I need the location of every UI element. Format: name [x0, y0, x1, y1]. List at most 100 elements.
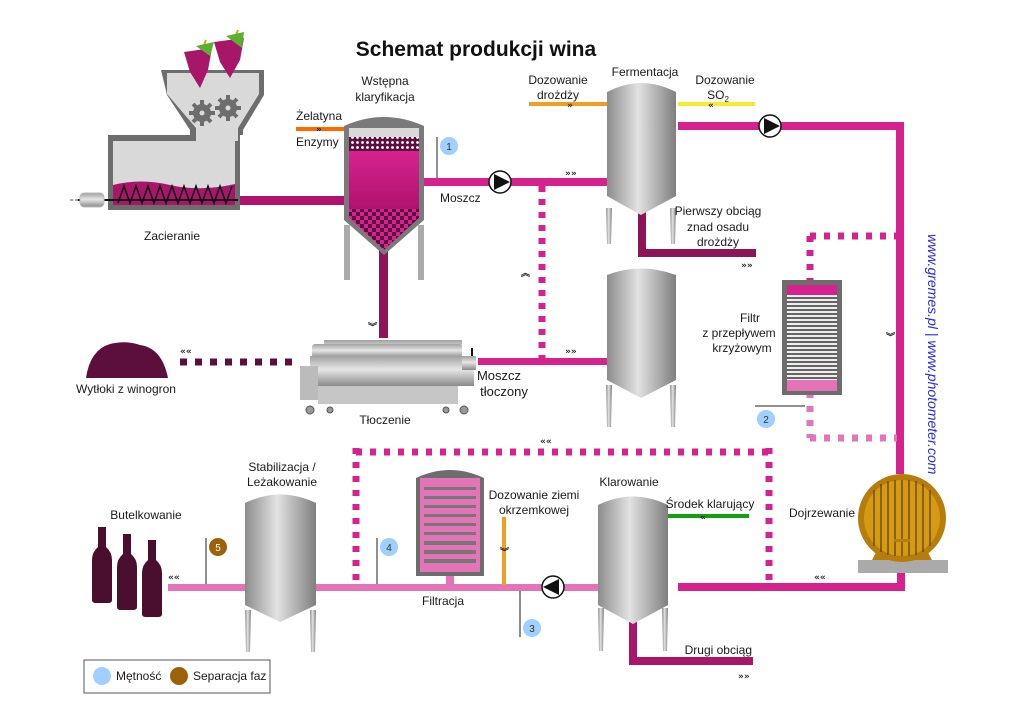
bottle-icon [142, 540, 162, 617]
legend-phase-separation-label: Separacja faz [193, 669, 266, 683]
label-pressed-must-2: tłoczony [480, 384, 528, 399]
label-crossflow-3: krzyżowym [712, 341, 771, 355]
label-first-racking-3: drożdży [697, 235, 739, 249]
barrel-stand [858, 560, 948, 573]
website-url[interactable]: www.gremes.pl | www.photometer.com [925, 234, 941, 475]
turbidity-sensor-icon [380, 538, 398, 556]
flow-arrow-bottling: «« [168, 573, 180, 583]
pipe-to-barrel [896, 122, 904, 474]
sediment-layer [349, 209, 419, 250]
flow-arrow-pressed-must: »» [565, 347, 577, 357]
pipe-so2-dosing [678, 102, 755, 106]
sensor-number: 1 [446, 142, 452, 153]
bottles: Butelkowanie «« [92, 508, 182, 617]
flow-arrow-crossflow-down: ︾ [886, 331, 895, 343]
label-diatomite-1: Dozowanie ziemi [489, 488, 580, 502]
grapes-icon [184, 29, 244, 88]
sensor-3[interactable]: 3 [519, 591, 541, 637]
label-must: Moszcz [440, 191, 481, 205]
crossflow-filter: Filtr z przepływem krzyżowym [702, 280, 842, 395]
pipe-first-racking [638, 249, 756, 257]
sensor-5[interactable]: 5 [205, 538, 227, 584]
label-aging: Dojrzewanie [789, 506, 855, 520]
fining-tank: Klarowanie Środek klarujący « Drugi obci… [598, 475, 754, 682]
label-pre-clarification-1: Wstępna [361, 74, 409, 88]
pump-icon[interactable] [488, 170, 512, 194]
label-second-racking: Drugi obciąg [685, 643, 752, 657]
label-so2-dosing-2: SO2 [707, 88, 729, 104]
pipe-mash-to-clarifier [238, 196, 348, 205]
pre-clarification-tank: Wstępna klaryfikacja Żelatyna Enzymy » [296, 74, 424, 280]
pipes [168, 102, 905, 665]
legend-phase-separation-icon [170, 667, 188, 685]
legend: Mętność Separacja faz [83, 659, 271, 694]
pomace-icon [86, 342, 168, 378]
stabilization-tank: Stabilizacja / Leżakowanie [245, 460, 317, 652]
pipe-fining-agent [667, 514, 749, 518]
pipe-first-racking-vertical [638, 212, 646, 257]
label-yeast-dosing-1: Dozowanie [528, 73, 588, 87]
turbidity-sensor-icon [440, 137, 458, 155]
pipe-second-racking [629, 657, 753, 665]
turbidity-sensor-icon [757, 410, 775, 428]
bottle-icon [117, 534, 137, 610]
label-filtration: Filtracja [422, 594, 464, 608]
pump-icon[interactable] [541, 575, 565, 599]
sensor-number: 4 [386, 543, 392, 554]
label-fining-agent: Środek klarujący [666, 496, 755, 511]
flow-arrow-second-racking: »» [738, 672, 750, 682]
diagram-title: Schemat produkcji wina [356, 38, 597, 61]
flow-arrow-pomace: «« [180, 347, 192, 357]
sensor-4[interactable]: 4 [376, 538, 398, 584]
must-layer [349, 151, 419, 209]
motor-icon [79, 192, 105, 208]
pipe-bottling [168, 584, 246, 591]
bottle-icon [92, 527, 112, 603]
flow-arrow-must: »» [565, 169, 577, 179]
fermentation-tank: Fermentacja Dozowanie drożdży » Dozowani… [528, 65, 761, 271]
label-fining: Klarowanie [599, 475, 659, 489]
label-stabilization-1: Stabilizacja / [248, 460, 316, 474]
label-gelatin: Żelatyna [296, 109, 342, 123]
flow-arrow-yeast: » [567, 101, 573, 111]
label-first-racking-2: znad osadu [687, 220, 749, 234]
flow-arrow-diatomite: ︾ [500, 546, 509, 558]
pipe-second-racking-vertical [629, 622, 637, 664]
flow-arrow-barrel-out: «« [814, 573, 826, 583]
diatomite-filter: Filtracja Dozowanie ziemi okrzemkowej ︾ [416, 470, 579, 608]
label-pressing: Tłoczenie [359, 413, 411, 427]
pump-icon[interactable] [758, 114, 782, 138]
label-diatomite-2: okrzemkowej [499, 503, 569, 517]
legend-turbidity-label: Mętność [116, 669, 161, 683]
pressed-must-tank [606, 268, 676, 427]
sensor-1[interactable]: 1 [436, 137, 458, 178]
label-yeast-dosing-2: drożdży [537, 88, 579, 102]
label-crossflow-1: Filtr [740, 311, 760, 325]
pipe-pressed-must [478, 358, 608, 365]
label-crossflow-2: z przepływem [702, 326, 775, 340]
foam-layer [349, 137, 419, 151]
pipe-must [423, 178, 608, 186]
pipe-filtration [310, 584, 600, 591]
turbidity-sensor-icon [523, 619, 541, 637]
label-pressed-must-1: Moszcz [477, 368, 521, 383]
flow-arrow-so2: « [708, 101, 714, 111]
sensor-number: 2 [763, 415, 769, 426]
flow-arrow-gelatin: » [316, 125, 322, 135]
label-fermentation: Fermentacja [612, 65, 679, 79]
pipe-barrel-to-fining [678, 583, 905, 591]
pipe-yeast-dosing [529, 102, 609, 106]
filter-membranes [787, 295, 837, 380]
flow-arrow-bypass: «« [540, 437, 552, 447]
pipe-gelatin-enzymes [296, 127, 346, 131]
mashing-machine: Zacieranie [70, 29, 264, 243]
aging-barrel: Dojrzewanie [789, 474, 948, 573]
label-so2-dosing-1: Dozowanie [695, 73, 755, 87]
pipe-sediment-to-press [379, 250, 388, 338]
phase-separation-sensor-icon [209, 538, 227, 556]
sensor-2[interactable]: 2 [755, 405, 805, 428]
dashed-pipes [180, 186, 897, 585]
sensor-number: 3 [529, 624, 535, 635]
pipe-diatomite [502, 517, 506, 585]
